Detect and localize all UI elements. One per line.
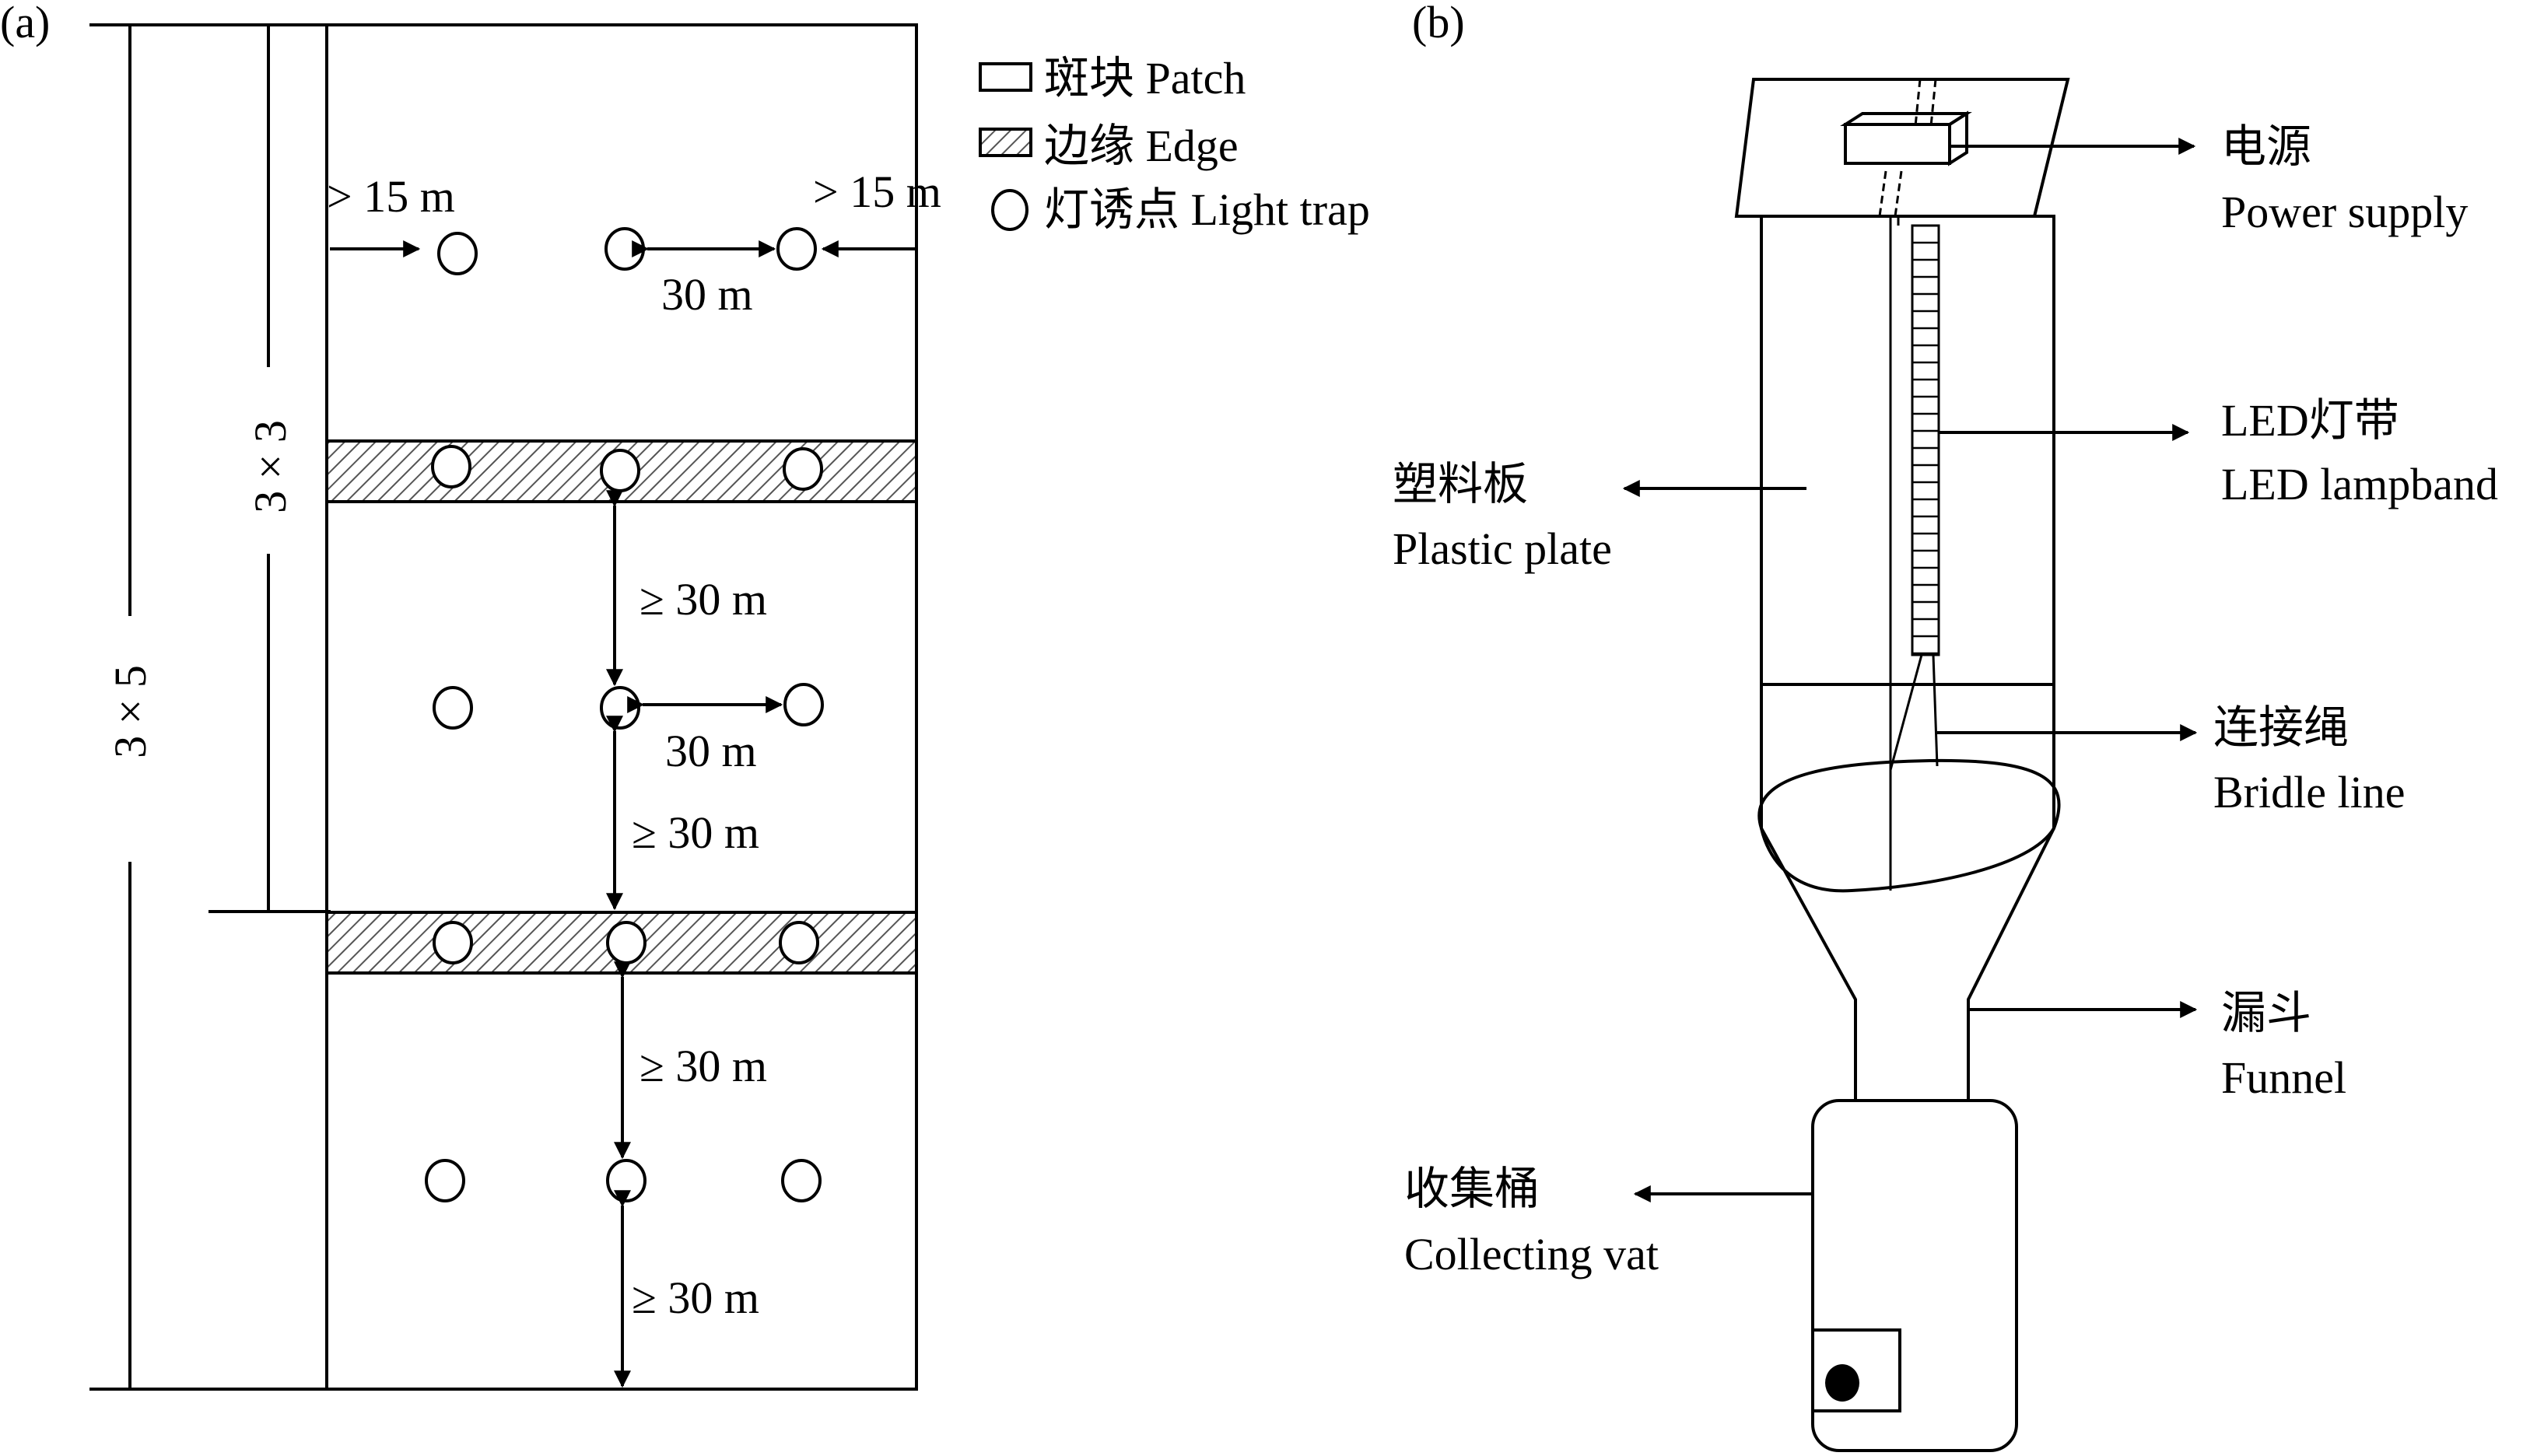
collecting-vat-label-cn: 收集桶 [1404, 1164, 1540, 1214]
legend: 斑块 Patch 边缘 Edge 灯诱点 Light trap [979, 53, 1370, 235]
light-trap-marker [433, 921, 473, 964]
light-trap-marker [776, 227, 817, 271]
led-lampband-label-cn: LED灯带 [2221, 395, 2399, 446]
distance-label-gt15-left: > 15 m [327, 171, 455, 222]
bridle-line-label-en: Bridle line [2213, 767, 2405, 817]
power-supply-box [1840, 110, 1972, 166]
funnel [1760, 828, 2055, 1101]
collecting-vat-label-en: Collecting vat [1404, 1229, 1659, 1279]
roof-cable-guide [1914, 79, 1922, 127]
light-trap-marker [783, 447, 823, 491]
light-trap-marker [783, 683, 824, 726]
light-trap-marker [600, 686, 640, 730]
landscape-frame [325, 23, 918, 1391]
panel-a: (a) 3 × 5 3 × 3 [0, 0, 1370, 1391]
distance-label-ge30-4: ≥ 30 m [632, 1272, 759, 1323]
dimension-label-3x5: 3 × 5 [105, 665, 156, 758]
funnel-label-cn: 漏斗 [2221, 988, 2311, 1038]
light-trap-marker [604, 227, 645, 271]
legend-edge-label: 边缘 Edge [1044, 121, 1239, 171]
panel-b: (b) [1393, 0, 2498, 1452]
distance-label-ge30-1: ≥ 30 m [640, 574, 767, 625]
vat-window [1811, 1328, 1901, 1412]
panel-a-label: (a) [0, 0, 50, 47]
plastic-plate [1760, 215, 2055, 686]
distance-arrows [330, 240, 915, 1388]
light-trap-marker [437, 232, 478, 275]
light-trap-marker [781, 1159, 822, 1202]
collecting-vat [1811, 1099, 2018, 1452]
light-trap-marker [606, 1159, 647, 1202]
legend-patch-label: 斑块 Patch [1044, 53, 1246, 103]
funnel-rim [1757, 758, 2061, 893]
light-trap-marker [431, 445, 471, 488]
plastic-plate-label-cn: 塑料板 [1393, 459, 1528, 509]
plastic-plate-label-en: Plastic plate [1393, 523, 1612, 574]
power-supply-label-en: Power supply [2221, 187, 2468, 237]
callout-arrows [1622, 138, 2198, 1202]
light-trap-marker [779, 921, 819, 964]
panel-b-label: (b) [1412, 0, 1465, 47]
vat-drain-dot [1825, 1364, 1859, 1402]
legend-patch-swatch [979, 62, 1032, 92]
dimension-lines [89, 23, 331, 1391]
led-lampband-label-en: LED lampband [2221, 459, 2498, 509]
legend-light-trap-label: 灯诱点 Light trap [1044, 184, 1370, 235]
light-trap-marker [600, 449, 640, 492]
bridle-line-label-cn: 连接绳 [2213, 702, 2349, 753]
funnel-label-en: Funnel [2221, 1052, 2346, 1103]
distance-label-30m-row1: 30 m [661, 269, 753, 320]
distance-label-ge30-2: ≥ 30 m [632, 807, 759, 858]
light-trap-marker [425, 1159, 465, 1202]
legend-edge-swatch [979, 128, 1032, 157]
legend-light-trap-symbol [991, 189, 1028, 231]
distance-label-30m-row3: 30 m [665, 726, 757, 776]
led-lampband [1911, 224, 1940, 656]
distance-label-ge30-3: ≥ 30 m [640, 1041, 767, 1091]
distance-label-gt15-right: > 15 m [813, 166, 941, 217]
power-supply-label-cn: 电源 [2221, 121, 2311, 172]
dimension-label-3x3: 3 × 3 [245, 420, 296, 513]
light-trap-marker [433, 686, 473, 730]
light-trap-marker [606, 921, 647, 964]
